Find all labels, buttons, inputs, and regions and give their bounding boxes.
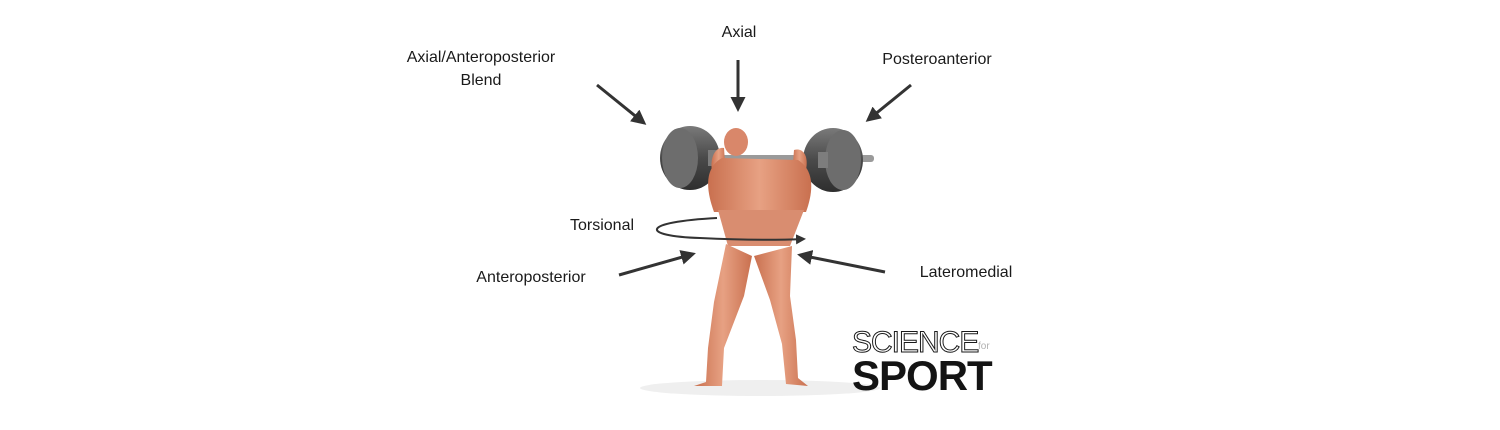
logo-for-text: for (978, 341, 990, 352)
label-posteroanterior: Posteroanterior (882, 51, 992, 68)
logo-bottom-text: SPORT (852, 352, 993, 399)
label-lateromedial: Lateromedial (919, 264, 1013, 281)
arrow-axial-ap-blend (596, 83, 647, 125)
logo-top-text: SCIENCE (851, 326, 979, 359)
arrow-posteroanterior (865, 83, 912, 122)
label-torsional: Torsional (569, 217, 635, 234)
label-axial: Axial (721, 24, 757, 41)
torso-upper (708, 158, 812, 212)
label-axial-ap-blend-line2: Blend (460, 72, 502, 89)
right-leg (754, 246, 808, 386)
arrow-torsional (655, 217, 806, 245)
figure-illustration (640, 126, 880, 396)
science-for-sport-logo: SCIENCE for SPORT (851, 326, 1012, 399)
label-anteroposterior: Anteroposterior (476, 269, 586, 286)
arrow-anteroposterior (618, 250, 696, 277)
arrow-lateromedial (797, 249, 886, 274)
label-axial-ap-blend-line1: Axial/Anteroposterior (406, 49, 556, 66)
load-arrows (596, 60, 912, 277)
head (724, 128, 748, 156)
abdomen (718, 210, 804, 246)
left-leg (694, 244, 752, 386)
label-axial-ap-blend: Axial/Anteroposterior Blend (396, 46, 566, 92)
